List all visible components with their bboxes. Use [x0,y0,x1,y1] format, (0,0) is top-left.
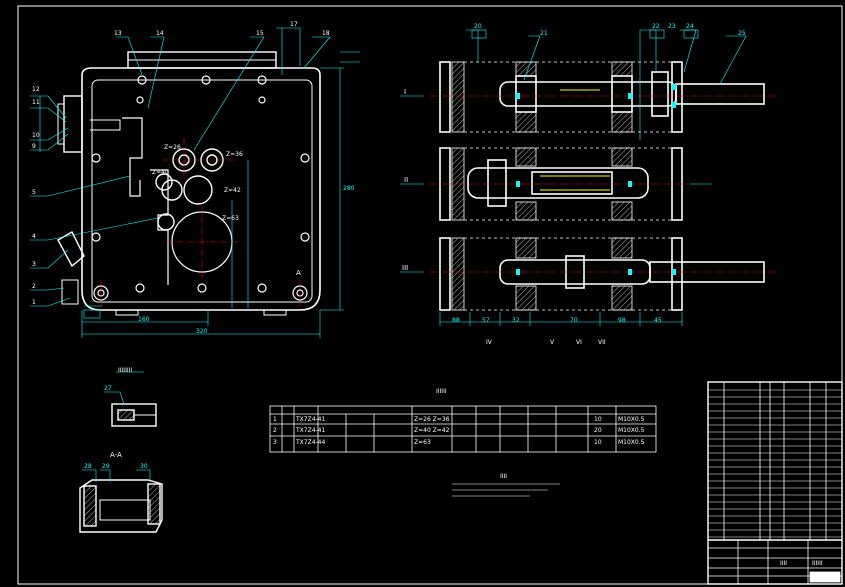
tech-notes-title: IIII [500,473,508,480]
gear-label-z63: Z=63 [222,215,239,222]
gear-row-1-mod: 10 [594,416,602,423]
gear-row-1-name: TX7Z4-41 [296,416,326,423]
title-block [707,381,843,585]
callout-3: 3 [32,261,36,268]
callout-9: 9 [32,143,36,150]
gear-row-2-no: 2 [273,427,277,434]
callout-30: 30 [140,463,148,470]
marker-iv: IV [486,339,492,346]
callout-14: 14 [156,30,164,37]
shaft-label-1: I [404,88,407,96]
dim-45: 45 [654,317,662,324]
callout-12: 12 [32,86,40,93]
dim-70: 70 [570,317,578,324]
dim-160: 160 [138,316,150,323]
gear-row-2-mat: M10X0.5 [618,427,645,434]
section-mark-a: A [296,269,301,277]
callout-18: 18 [322,30,330,37]
gear-label-z36: Z=36 [226,151,243,158]
shaft-label-3: III [402,264,409,272]
drawing-frame [17,5,843,585]
detail-title: IIIIIIII [118,367,133,374]
gear-row-2-spec: Z=40 Z=42 [414,427,450,434]
callout-2: 2 [32,283,36,290]
shaft-views [400,29,780,326]
gear-row-1-no: 1 [273,416,277,423]
dim-98: 98 [618,317,626,324]
front-view [57,51,321,316]
callout-28: 28 [84,463,92,470]
gear-row-3-name: TX7Z4-44 [296,439,326,446]
shaft-label-2: II [404,176,409,184]
gear-label-z40: Z=40 [152,169,169,176]
gear-row-3-no: 3 [273,439,277,446]
gear-row-3-mat: M10X0.5 [618,439,645,446]
callout-4: 4 [32,233,36,240]
gear-row-3-mod: 10 [594,439,602,446]
title-block-drawing-name: IIII [780,560,788,567]
dim-57: 57 [482,317,490,324]
marker-vi: VI [576,339,582,346]
callout-24: 24 [686,23,694,30]
callout-21: 21 [540,30,548,37]
marker-vii: VII [598,339,606,346]
callout-23: 23 [668,23,676,30]
front-view-centerlines [100,138,301,306]
gear-row-1-mat: M10X0.5 [618,416,645,423]
tech-notes-lines [452,483,560,497]
gear-row-2-name: TX7Z4-41 [296,427,326,434]
title-block-company: IIIIII [812,560,823,567]
section-title-aa: A-A [110,451,122,459]
dim-320: 320 [196,328,208,335]
callout-17: 17 [290,21,298,28]
callout-22: 22 [652,23,660,30]
callout-27: 27 [104,385,112,392]
callout-11: 11 [32,99,40,106]
gear-row-2-mod: 20 [594,427,602,434]
gear-table [269,405,657,453]
callout-15: 15 [256,30,264,37]
callout-1: 1 [32,299,36,306]
callout-25: 25 [738,30,746,37]
bom-rows [708,389,842,538]
marker-v: V [550,339,555,346]
callout-20: 20 [474,23,482,30]
gear-row-3-spec: Z=63 [414,439,431,446]
callout-10: 10 [32,132,40,139]
callout-29: 29 [102,463,110,470]
callout-5: 5 [32,189,36,196]
gear-label-z26: Z=26 [164,144,181,151]
gear-table-title: IIIIII [436,388,447,395]
detail-views [79,371,163,533]
dim-88: 88 [452,317,460,324]
gear-row-1-spec: Z=26 Z=36 [414,416,450,423]
dim-32: 32 [512,317,520,324]
gear-label-z42: Z=42 [224,187,241,194]
front-view-dimensions [30,27,360,338]
dim-280: 280 [343,185,355,192]
callout-13: 13 [114,30,122,37]
